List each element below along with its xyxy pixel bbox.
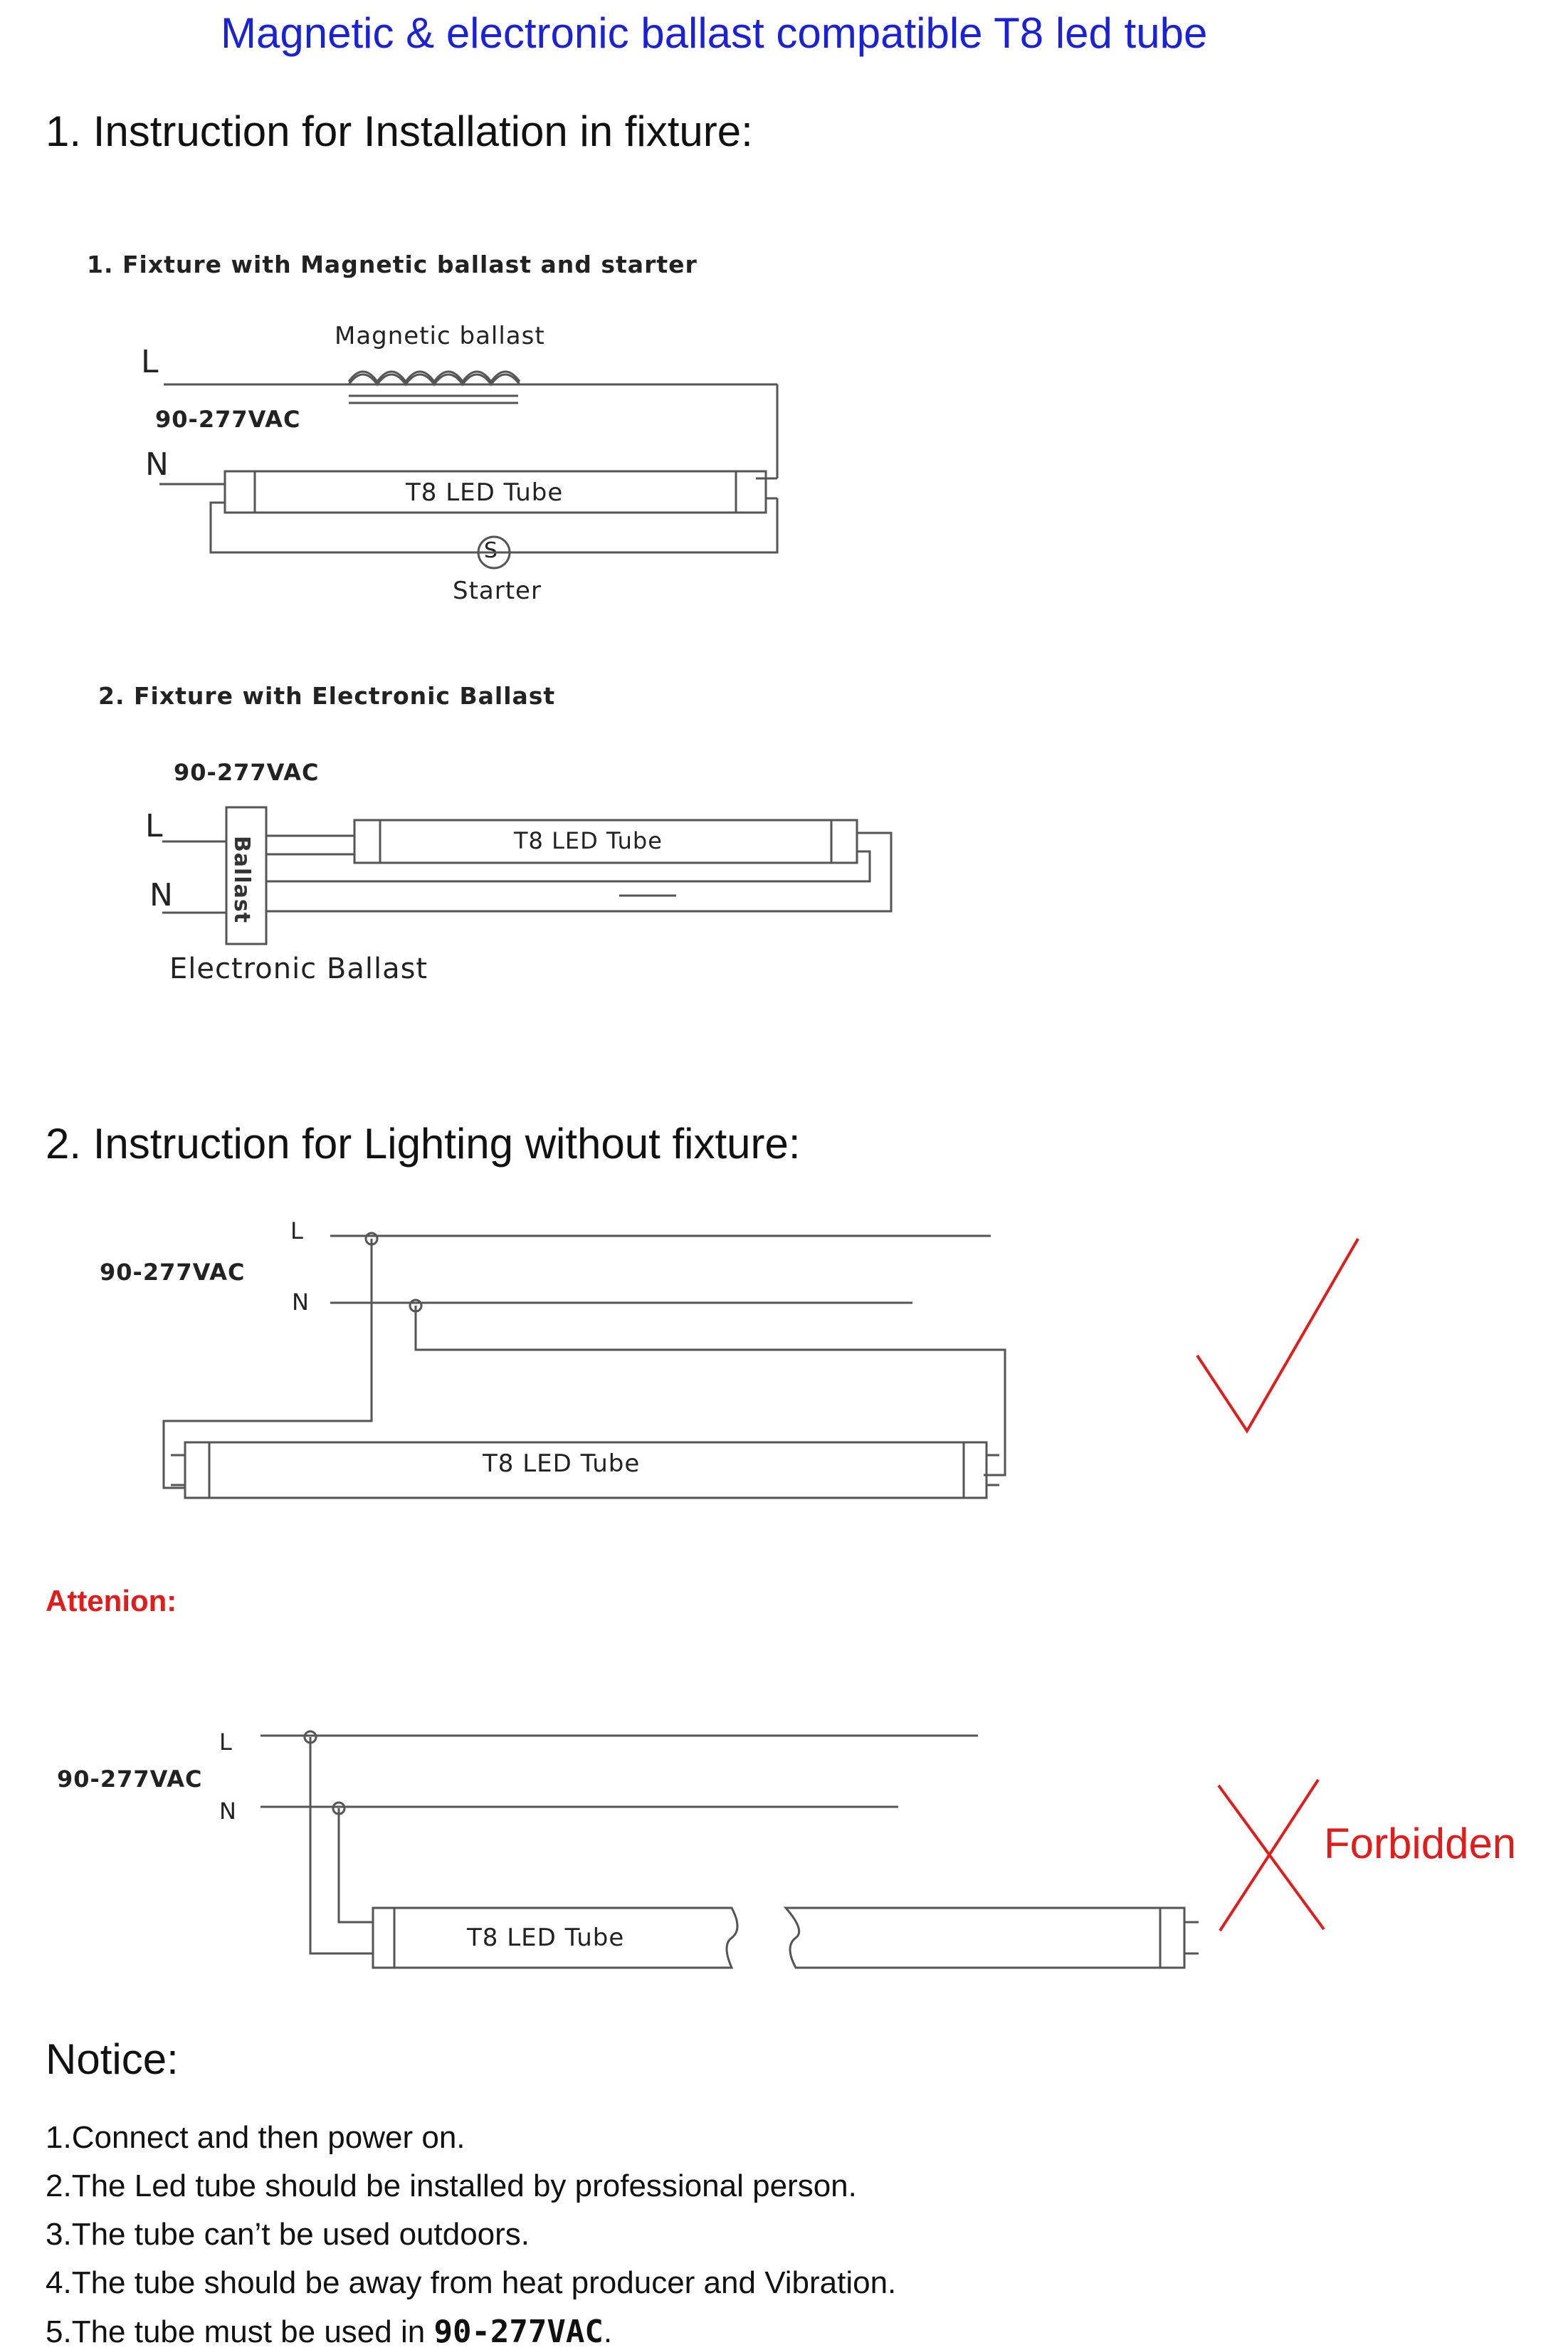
fig1-starter-loop: [209, 498, 779, 554]
fig2-tube-cap-right: [830, 819, 858, 864]
fig1-tube-cap-left: [223, 470, 256, 514]
fig1-tube-cap-right: [735, 470, 767, 514]
page-title: Magnetic & electronic ballast compatible…: [221, 9, 1208, 57]
fig2-ballast-box: [225, 806, 268, 945]
fig1-voltage: 90-277VAC: [155, 406, 301, 433]
figok-voltage: 90-277VAC: [100, 1259, 246, 1286]
fig1-wiring: [159, 370, 779, 570]
fig2-wiring: [162, 806, 893, 945]
figbad-tube-body-left: [393, 1906, 739, 1969]
figbad-N-label: N: [219, 1798, 236, 1825]
fig2-N-label: N: [149, 877, 173, 913]
fig1-starter-symbol: S: [484, 538, 499, 563]
fig1-tube-label: T8 LED Tube: [406, 478, 564, 507]
section2-heading: 2. Instruction for Lighting without fixt…: [46, 1120, 801, 1168]
fig1-ballast-label: Magnetic ballast: [335, 322, 545, 350]
notice-item-5-prefix: 5.The tube must be used in: [46, 2314, 434, 2349]
figbad-L-label: L: [219, 1729, 232, 1756]
fig1-coil-mask: [347, 373, 521, 387]
notice-item-2: 2.The Led tube should be installed by pr…: [46, 2168, 857, 2203]
check-mark-icon: [1196, 1237, 1359, 1434]
fig2-loop-1: [266, 850, 871, 883]
figok-tube-cap-right: [962, 1441, 988, 1499]
figbad-tube-cap-right: [1159, 1906, 1186, 1969]
figbad-wiring: [261, 1730, 1199, 1969]
figok-N-label: N: [292, 1289, 309, 1316]
figok-tube-cap-left: [184, 1441, 211, 1499]
figbad-tube-cap-left: [372, 1906, 396, 1969]
figok-live-feed: [162, 1239, 373, 1489]
notice-item-1: 1.Connect and then power on.: [46, 2120, 465, 2155]
figok-neutral-feed: [414, 1306, 1006, 1476]
section1-heading: 1. Instruction for Installation in fixtu…: [46, 107, 753, 155]
cross-mark-icon: [1217, 1778, 1325, 1932]
notice-item-5: 5.The tube must be used in 90-277VAC.: [46, 2314, 612, 2350]
fig1-N-label: N: [145, 446, 169, 483]
fig1-tube-body: [253, 470, 737, 514]
figbad-voltage: 90-277VAC: [57, 1766, 203, 1793]
notice-item-5-voltage: 90-277VAC: [433, 2314, 604, 2350]
figbad-live-feed: [309, 1737, 373, 1955]
figok-wiring: [162, 1232, 1006, 1499]
fig1-starter-label: Starter: [453, 577, 542, 605]
fig1-L-label: L: [141, 344, 159, 380]
fig1-coil: [347, 370, 521, 384]
fig1-caption: 1. Fixture with Magnetic ballast and sta…: [87, 251, 698, 278]
forbidden-label: Forbidden: [1324, 1820, 1517, 1867]
figok-L-label: L: [290, 1217, 303, 1244]
fig2-loop-2: [266, 832, 893, 913]
notice-item-3: 3.The tube can’t be used outdoors.: [46, 2217, 530, 2252]
figok-tube-body: [208, 1441, 965, 1499]
attention-label: Attenion:: [46, 1584, 177, 1617]
fig1-starter-circle: [477, 535, 511, 570]
notice-heading: Notice:: [46, 2035, 179, 2083]
notice-item-4: 4.The tube should be away from heat prod…: [46, 2265, 897, 2300]
figbad-tube-body-right: [783, 1906, 1162, 1969]
figbad-tube-label: T8 LED Tube: [467, 1924, 625, 1952]
figok-tube-label: T8 LED Tube: [483, 1449, 641, 1478]
fig2-tube-cap-left: [353, 819, 382, 864]
fig2-voltage: 90-277VAC: [174, 759, 320, 786]
fig2-tube-label: T8 LED Tube: [514, 827, 663, 854]
fig2-tube-body: [379, 819, 833, 864]
fig2-caption: 2. Fixture with Electronic Ballast: [98, 682, 556, 710]
figbad-neutral-feed: [337, 1808, 373, 1924]
fig2-ballast-label: Electronic Ballast: [169, 953, 428, 985]
notice-item-5-suffix: .: [603, 2314, 613, 2349]
fig2-L-label: L: [145, 808, 163, 844]
